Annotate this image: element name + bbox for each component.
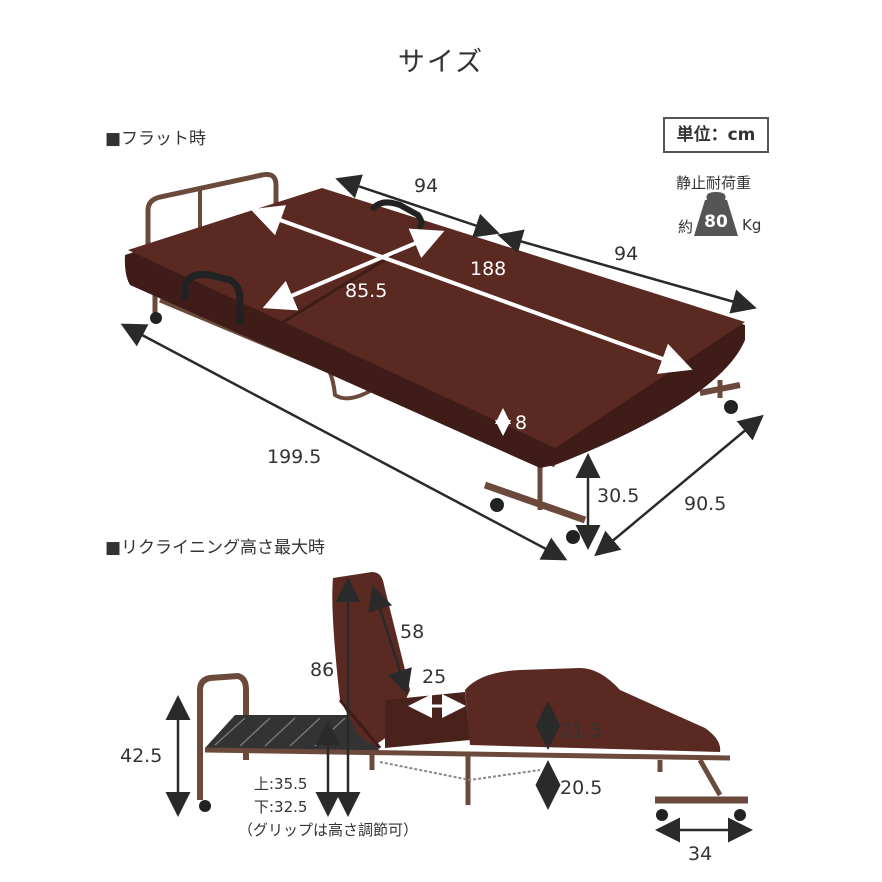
flat-caster bbox=[724, 400, 738, 414]
dim-mattress-width-1: 94 bbox=[414, 175, 439, 197]
dim-back-height: 86 bbox=[310, 659, 335, 681]
load-label: 静止耐荷重 bbox=[676, 174, 752, 192]
load-suffix: Kg bbox=[742, 216, 762, 234]
dim-thickness: 8 bbox=[515, 412, 528, 434]
flat-arrow-199 bbox=[120, 323, 568, 561]
flat-arrow-width bbox=[262, 228, 445, 311]
reclined-bed bbox=[165, 572, 753, 843]
flat-arrow-94b bbox=[497, 229, 757, 314]
recline-mesh-lines bbox=[214, 717, 346, 747]
flat-arrow-94a bbox=[335, 174, 500, 238]
recline-base-rail bbox=[204, 747, 731, 761]
dim-grip-lower: 下:32.5 bbox=[254, 798, 308, 816]
recline-heading: ■リクライニング高さ最大時 bbox=[105, 538, 326, 558]
flat-caster bbox=[150, 312, 162, 324]
dim-grip-upper: 上:35.5 bbox=[254, 775, 308, 793]
weight-icon bbox=[694, 192, 738, 236]
recline-caster bbox=[199, 800, 211, 812]
recline-caster bbox=[656, 809, 668, 821]
flat-caster bbox=[566, 530, 580, 544]
load-prefix: 約 bbox=[678, 218, 694, 236]
dim-foot-width: 34 bbox=[688, 843, 713, 865]
dim-mattress-length: 188 bbox=[470, 258, 507, 280]
recline-caster bbox=[734, 809, 746, 821]
grip-note: （グリップは高さ調節可） bbox=[238, 821, 419, 839]
recline-arrow-58 bbox=[368, 585, 412, 695]
load-value: 80 bbox=[704, 212, 728, 232]
flat-caster bbox=[490, 498, 504, 512]
flat-heading: ■フラット時 bbox=[105, 129, 207, 149]
dim-seat-height: 20.5 bbox=[560, 777, 603, 799]
flat-headrail bbox=[145, 172, 279, 245]
recline-legs bbox=[369, 755, 723, 805]
dim-mattress-width: 85.5 bbox=[345, 280, 388, 302]
dim-total-width: 90.5 bbox=[684, 493, 727, 515]
dim-height: 30.5 bbox=[597, 485, 640, 507]
dim-grip-height: 42.5 bbox=[120, 745, 163, 767]
recline-legrest bbox=[465, 668, 721, 752]
page-title: サイズ bbox=[397, 47, 485, 78]
recline-seat bbox=[385, 692, 470, 748]
flat-grip bbox=[181, 271, 244, 325]
dim-back-length: 58 bbox=[400, 621, 425, 643]
dim-mattress-width-2: 94 bbox=[614, 243, 639, 265]
recline-spring bbox=[379, 761, 541, 782]
flat-bed bbox=[120, 172, 764, 561]
recline-grip-frame bbox=[197, 672, 249, 800]
dim-leg-section: 21.5 bbox=[560, 720, 603, 742]
dim-seat-depth: 25 bbox=[422, 666, 447, 688]
dim-total-length: 199.5 bbox=[267, 446, 322, 468]
unit-label: 単位：cm bbox=[663, 117, 769, 153]
flat-arrow-905 bbox=[594, 414, 764, 557]
flat-back-foot bbox=[699, 382, 741, 396]
